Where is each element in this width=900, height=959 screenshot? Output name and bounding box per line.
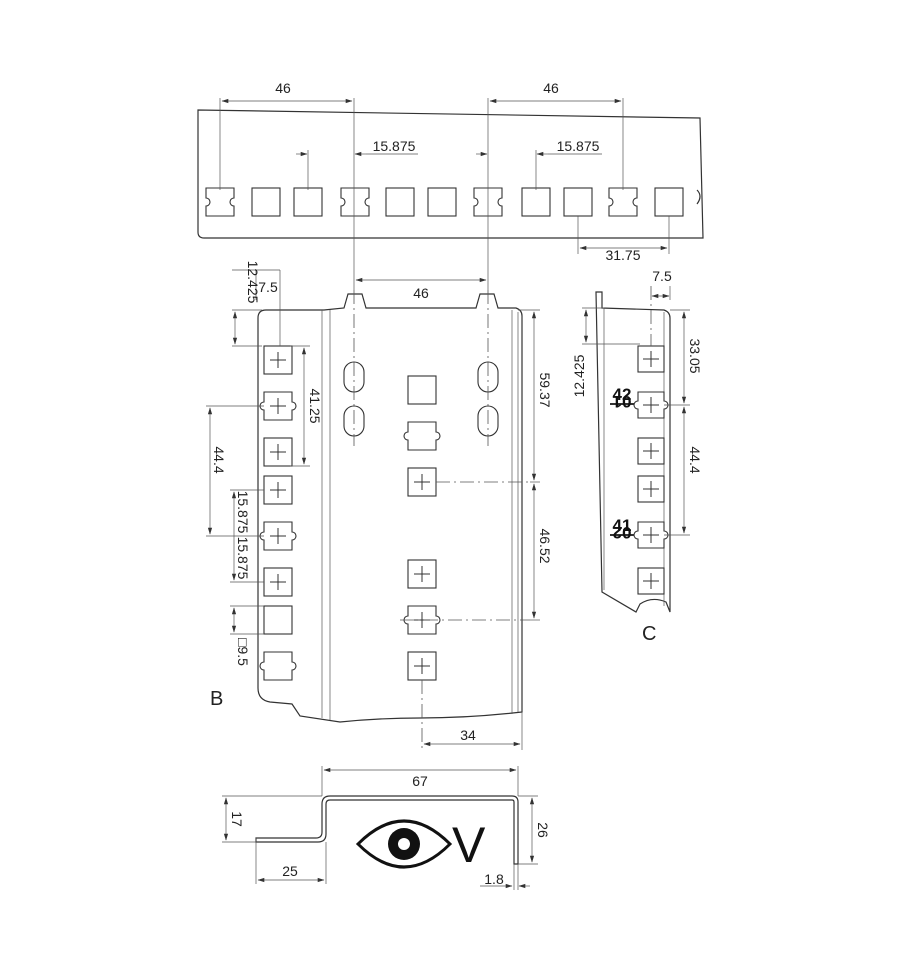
dim-b-small2: 15.875	[235, 537, 251, 580]
dim-b-pitch: 41.25	[307, 388, 323, 423]
dim-v-width: 67	[412, 773, 428, 789]
dim-v-depth: 26	[535, 822, 551, 838]
code-top: 42	[613, 385, 632, 404]
dim-b-bottom: 34	[460, 727, 476, 743]
view-b: 46 12.425 7.5 41.25 44.4 15.875 15.875 □…	[206, 261, 553, 750]
dim-top-pitch-left: 46	[275, 80, 291, 96]
dim-top-small-right: 15.875	[557, 138, 600, 154]
top-view: 46 46 15.875 15.875 31.75	[197, 80, 704, 290]
dim-c-offset: 7.5	[652, 268, 672, 284]
c-holes	[633, 345, 669, 595]
dim-top-spacing: 31.75	[605, 247, 640, 263]
view-v: 67 17 26 25 1.8 V	[222, 766, 551, 890]
view-c-label: C	[642, 623, 656, 645]
view-c: 42 01 41 02 7.5 12.425 33.05 44.4 C	[571, 268, 703, 645]
code-bottom: 02	[613, 523, 632, 542]
dim-top-pitch-right: 46	[543, 80, 559, 96]
view-b-label: B	[210, 688, 223, 710]
dim-b-edge: 12.425	[245, 261, 261, 304]
eye-icon	[355, 819, 453, 869]
code-42-01: 42 01	[610, 385, 634, 411]
dim-b-small1: 15.875	[235, 491, 251, 534]
dim-b-pitch2: 44.4	[211, 446, 227, 473]
top-view-holes	[205, 187, 701, 217]
view-v-label: V	[452, 817, 486, 873]
b-center-holes	[403, 375, 441, 681]
code-41-02: 41 02	[610, 516, 634, 542]
code-top: 41	[613, 516, 632, 535]
dim-b-square: □9.5	[235, 638, 251, 666]
dim-b-right2: 46.52	[537, 528, 553, 563]
code-bottom: 01	[613, 392, 632, 411]
dim-c-top: 33.05	[687, 338, 703, 373]
dim-v-height: 17	[229, 811, 245, 827]
dim-c-pitch: 44.4	[687, 446, 703, 473]
dim-b-offset: 7.5	[258, 279, 278, 295]
dim-top-small-left: 15.875	[373, 138, 416, 154]
dim-b-right1: 59.37	[537, 372, 553, 407]
b-left-holes	[259, 345, 297, 681]
dim-v-thick: 1.8	[484, 871, 504, 887]
dim-v-flange: 25	[282, 863, 298, 879]
dim-b-slot-pitch: 46	[413, 285, 429, 301]
dim-c-edge: 12.425	[571, 354, 587, 397]
